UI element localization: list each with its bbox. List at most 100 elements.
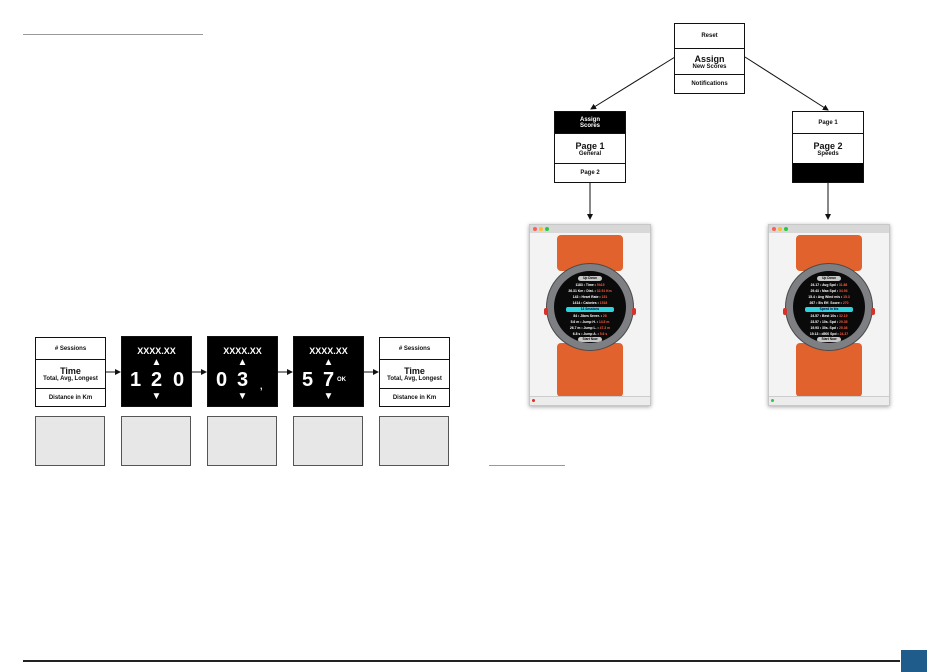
stat-line: 1183 • Time • 5h15	[575, 283, 605, 287]
watch-window-right[interactable]: Up Down 24.17 • Avg Spd • 31.88 29.43 • …	[768, 224, 890, 406]
watch-bezel: Up Down 1183 • Time • 5h15 26.31 Km • Di…	[546, 263, 634, 351]
watch-screen: Up Down 1183 • Time • 5h15 26.31 Km • Di…	[554, 271, 626, 343]
separator: ,	[260, 381, 263, 391]
sessions-highlight: 13 Sessions	[566, 307, 614, 312]
picker-digits[interactable]: 1 2 0	[122, 367, 191, 393]
placeholder-1	[35, 416, 105, 466]
general-label: General	[578, 150, 602, 157]
assign-label: Assign	[694, 53, 725, 64]
stat-line: 19.13 • d500 Spd • 24.37	[809, 332, 849, 336]
new-scores-label: New Scores	[692, 63, 727, 70]
watch-button-right[interactable]	[632, 308, 636, 315]
placeholder-5	[379, 416, 449, 466]
stat-line: 29.43 • Max Spd • 34.93	[810, 289, 848, 293]
triangle-down-icon[interactable]: ▼	[151, 391, 162, 402]
footer-rule	[23, 660, 900, 662]
page2-item[interactable]: Page 2	[555, 163, 625, 182]
digit[interactable]: 1	[130, 369, 142, 391]
stat-line: 6.8 s • Jump A. • 5.6 s	[572, 332, 608, 336]
page1-label: Page 1	[575, 140, 605, 151]
ok-button[interactable]: OK	[337, 377, 346, 383]
top-menu[interactable]: Reset Assign New Scores Notifications	[674, 23, 745, 94]
watch-header: Up Down	[578, 276, 602, 281]
time-section: Time Total, Avg, Longest	[380, 359, 449, 388]
digit[interactable]: 5	[302, 369, 314, 391]
watch-screen: Up Down 24.17 • Avg Spd • 31.88 29.43 • …	[793, 271, 865, 343]
digit[interactable]: 0	[216, 369, 228, 391]
minimize-icon[interactable]	[778, 227, 782, 231]
time-label: Time	[404, 366, 425, 376]
watch-window-left[interactable]: Up Down 1183 • Time • 5h15 26.31 Km • Di…	[529, 224, 651, 406]
picker-digits[interactable]: 0 3 ,	[208, 367, 277, 393]
assign-scores-line1: Assign	[579, 116, 600, 123]
header-rule	[23, 34, 203, 35]
stat-line: 15.4 • Avg Wind m/s • 15.3	[808, 295, 850, 299]
window-statusbar	[530, 396, 650, 405]
page2-item-right[interactable]: Page 2 Speeds	[793, 133, 863, 163]
watch-button-left[interactable]	[783, 308, 787, 315]
placeholder-4	[293, 416, 363, 466]
right-menu[interactable]: Page 1 Page 2 Speeds	[792, 111, 864, 183]
digit[interactable]: 3	[237, 369, 249, 391]
close-icon[interactable]	[533, 227, 537, 231]
picker-3[interactable]: XXXX.XX ▲ 5 7 OK ▼	[293, 336, 364, 407]
stat-line: 84 • Jibes Sever. • 28	[573, 314, 607, 318]
stat-line: 267 • 5/s Eff. Score • 270	[809, 301, 849, 305]
time-sub: Total, Avg, Longest	[387, 376, 442, 382]
watch-button-right[interactable]	[871, 308, 875, 315]
maximize-icon[interactable]	[784, 227, 788, 231]
sessions-card-left[interactable]: # Sessions Time Total, Avg, Longest Dist…	[35, 337, 106, 407]
digit[interactable]: 2	[151, 369, 163, 391]
picker-1[interactable]: XXXX.XX ▲ 1 2 0 ▼	[121, 336, 192, 407]
sessions-card-right[interactable]: # Sessions Time Total, Avg, Longest Dist…	[379, 337, 450, 407]
reset-item[interactable]: Reset	[701, 33, 718, 39]
digit[interactable]: 7	[323, 369, 335, 391]
assign-scores-item[interactable]: Assign Scores	[555, 112, 625, 133]
distance-label: Distance in Km	[380, 388, 449, 406]
page1-item-right[interactable]: Page 1	[818, 119, 838, 126]
digit[interactable]: 0	[173, 369, 185, 391]
triangle-up-icon[interactable]: ▲	[323, 357, 334, 368]
strap-bottom	[557, 343, 623, 397]
time-section: Time Total, Avg, Longest	[36, 359, 105, 388]
notifications-item[interactable]: Notifications	[675, 74, 744, 93]
speed-highlight: Speed In kts	[805, 307, 853, 312]
triangle-down-icon[interactable]: ▼	[237, 391, 248, 402]
picker-header: XXXX.XX	[137, 346, 176, 356]
stat-line: 143 • Heart Rate • 151	[572, 295, 608, 299]
watch-header: Up Down	[817, 276, 841, 281]
watch-footer: Start Now	[578, 337, 602, 342]
page1-item[interactable]: Page 1 General	[555, 133, 625, 163]
stat-line: 23.57 • 10s. Spd • 29.35	[810, 320, 848, 324]
picker-header: XXXX.XX	[223, 346, 262, 356]
right-menu-footer	[793, 163, 863, 182]
status-dot-icon	[532, 399, 535, 402]
stat-line: 24.57 • Best 10s • 32.19	[810, 314, 848, 318]
triangle-down-icon[interactable]: ▼	[323, 391, 334, 402]
maximize-icon[interactable]	[545, 227, 549, 231]
left-menu[interactable]: Assign Scores Page 1 General Page 2	[554, 111, 626, 183]
placeholder-2	[121, 416, 191, 466]
minimize-icon[interactable]	[539, 227, 543, 231]
sessions-title: # Sessions	[54, 345, 87, 352]
time-label: Time	[60, 366, 81, 376]
watch-button-left[interactable]	[544, 308, 548, 315]
sessions-title: # Sessions	[398, 345, 431, 352]
section-rule	[489, 465, 565, 466]
stat-line: 19.93 • 30s. Spd • 25.36	[810, 326, 848, 330]
picker-2[interactable]: XXXX.XX ▲ 0 3 , ▼	[207, 336, 278, 407]
window-statusbar	[769, 396, 889, 405]
window-titlebar[interactable]	[530, 225, 650, 233]
stat-line: 1414 • Calories • 1518	[572, 301, 608, 305]
strap-bottom	[796, 343, 862, 397]
triangle-up-icon[interactable]: ▲	[151, 357, 162, 368]
stat-line: 26.7 m • Jump L. • 47.3 m	[569, 326, 611, 330]
triangle-up-icon[interactable]: ▲	[237, 357, 248, 368]
picker-digits[interactable]: 5 7	[294, 367, 363, 393]
assign-scores-line2: Scores	[579, 122, 600, 129]
window-titlebar[interactable]	[769, 225, 889, 233]
close-icon[interactable]	[772, 227, 776, 231]
distance-label: Distance in Km	[36, 388, 105, 406]
assign-item[interactable]: Assign New Scores	[675, 48, 744, 74]
